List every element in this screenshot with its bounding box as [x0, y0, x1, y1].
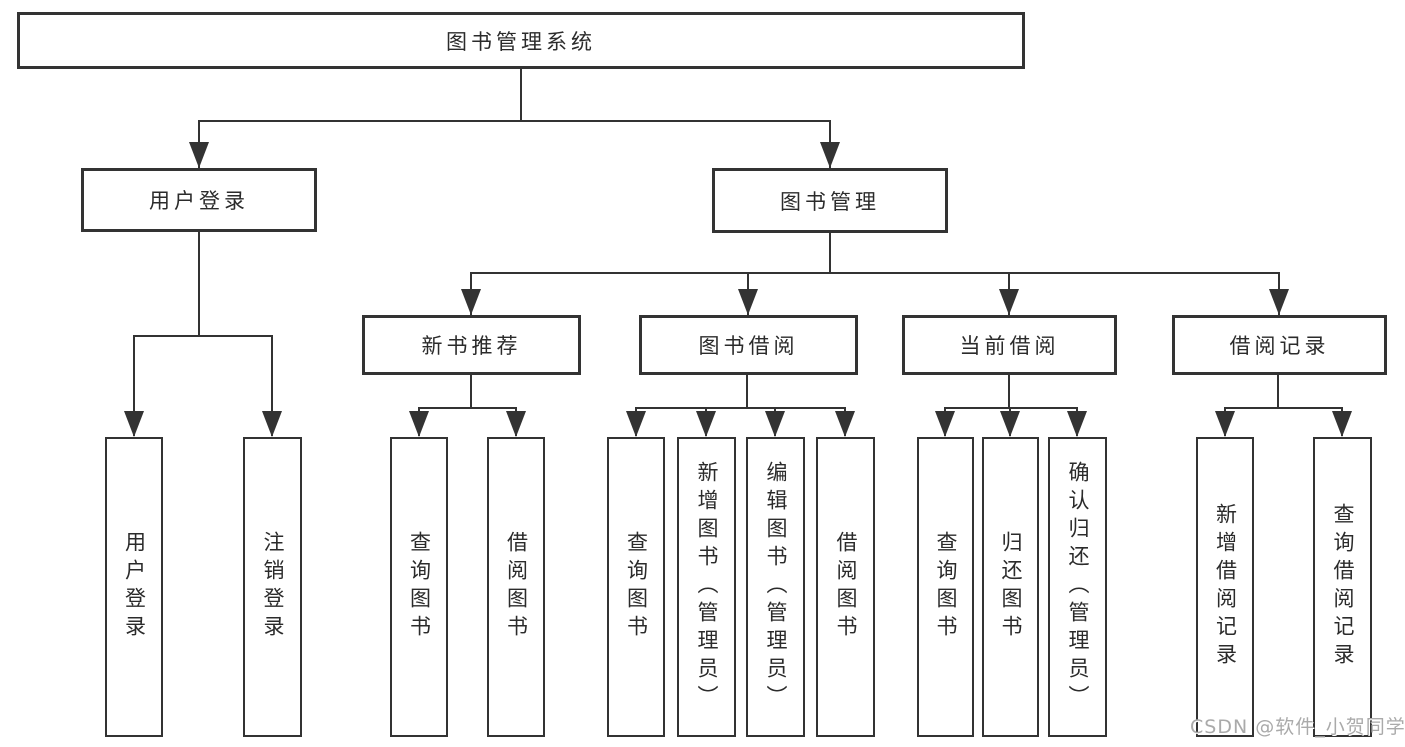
arrowhead-down-icon — [262, 411, 282, 437]
arrowhead-down-icon — [1000, 411, 1020, 437]
connector-line — [1224, 407, 1342, 409]
arrowhead-down-icon — [506, 411, 526, 437]
node-book-management: 图书管理 — [712, 168, 948, 233]
arrowhead-down-icon — [999, 289, 1019, 315]
node-leaf-cb-confirm-return: 确认归还（管理员） — [1048, 437, 1107, 737]
connector-line — [1008, 375, 1010, 408]
node-leaf-nbr-query-books: 查询图书 — [390, 437, 448, 737]
connector-line — [470, 272, 1280, 274]
node-leaf-br-add-record: 新增借阅记录 — [1196, 437, 1254, 737]
arrowhead-down-icon — [835, 411, 855, 437]
node-leaf-cb-return-books: 归还图书 — [982, 437, 1039, 737]
node-leaf-bb-query-books: 查询图书 — [607, 437, 665, 737]
connector-line — [635, 407, 845, 409]
connector-line — [1277, 375, 1279, 408]
node-leaf-user-login-label: 用户登录 — [122, 531, 147, 643]
arrowhead-down-icon — [935, 411, 955, 437]
connector-line — [271, 335, 273, 436]
connector-line — [746, 375, 748, 408]
connector-line — [198, 232, 200, 336]
node-leaf-br-add-record-label: 新增借阅记录 — [1213, 503, 1238, 671]
csdn-watermark: CSDN @软件_小贺同学 — [1190, 716, 1405, 738]
arrowhead-down-icon — [1332, 411, 1352, 437]
arrowhead-down-icon — [626, 411, 646, 437]
node-leaf-bb-add-books: 新增图书（管理员） — [677, 437, 736, 737]
arrowhead-down-icon — [124, 411, 144, 437]
node-leaf-cb-confirm-return-label: 确认归还（管理员） — [1066, 461, 1090, 713]
arrowhead-down-icon — [696, 411, 716, 437]
connector-line — [133, 335, 135, 436]
node-current-borrow: 当前借阅 — [902, 315, 1117, 375]
connector-line — [520, 69, 522, 121]
connector-line — [470, 375, 472, 408]
node-leaf-bb-query-books-label: 查询图书 — [624, 531, 649, 643]
node-root-label: 图书管理系统 — [446, 29, 596, 54]
node-leaf-nbr-borrow-books-label: 借阅图书 — [504, 531, 529, 643]
connector-line — [944, 407, 1078, 409]
node-user-login-label: 用户登录 — [149, 189, 249, 213]
node-leaf-cb-query-books: 查询图书 — [917, 437, 974, 737]
node-leaf-cb-query-books-label: 查询图书 — [934, 531, 958, 643]
node-book-borrow: 图书借阅 — [639, 315, 858, 375]
node-book-management-label: 图书管理 — [780, 189, 880, 214]
connector-line — [133, 335, 273, 337]
node-leaf-nbr-query-books-label: 查询图书 — [407, 531, 432, 643]
node-leaf-cb-return-books-label: 归还图书 — [999, 531, 1023, 643]
node-user-login: 用户登录 — [81, 168, 317, 232]
node-leaf-br-query-record: 查询借阅记录 — [1313, 437, 1372, 737]
node-leaf-bb-add-books-label: 新增图书（管理员） — [695, 461, 719, 713]
node-leaf-logout: 注销登录 — [243, 437, 302, 737]
arrowhead-down-icon — [1215, 411, 1235, 437]
connector-line — [829, 233, 831, 274]
connector-line — [418, 407, 517, 409]
node-leaf-bb-edit-books-label: 编辑图书（管理员） — [764, 461, 788, 713]
arrowhead-down-icon — [820, 142, 840, 168]
arrowhead-down-icon — [1067, 411, 1087, 437]
arrowhead-down-icon — [765, 411, 785, 437]
node-new-book-recommend-label: 新书推荐 — [421, 334, 522, 358]
node-borrow-records: 借阅记录 — [1172, 315, 1387, 375]
node-current-borrow-label: 当前借阅 — [959, 334, 1060, 358]
node-new-book-recommend: 新书推荐 — [362, 315, 581, 375]
arrowhead-down-icon — [1269, 289, 1289, 315]
node-borrow-records-label: 借阅记录 — [1229, 334, 1330, 358]
node-leaf-logout-label: 注销登录 — [261, 531, 285, 643]
node-leaf-nbr-borrow-books: 借阅图书 — [487, 437, 545, 737]
node-leaf-bb-borrow-books: 借阅图书 — [816, 437, 875, 737]
node-root: 图书管理系统 — [17, 12, 1025, 69]
arrowhead-down-icon — [189, 142, 209, 168]
connector-line — [198, 120, 831, 122]
arrowhead-down-icon — [409, 411, 429, 437]
node-leaf-user-login: 用户登录 — [105, 437, 163, 737]
arrowhead-down-icon — [461, 289, 481, 315]
node-book-borrow-label: 图书借阅 — [698, 334, 799, 358]
node-leaf-bb-borrow-books-label: 借阅图书 — [834, 531, 858, 643]
node-leaf-bb-edit-books: 编辑图书（管理员） — [746, 437, 805, 737]
node-leaf-br-query-record-label: 查询借阅记录 — [1331, 503, 1355, 671]
arrowhead-down-icon — [738, 289, 758, 315]
